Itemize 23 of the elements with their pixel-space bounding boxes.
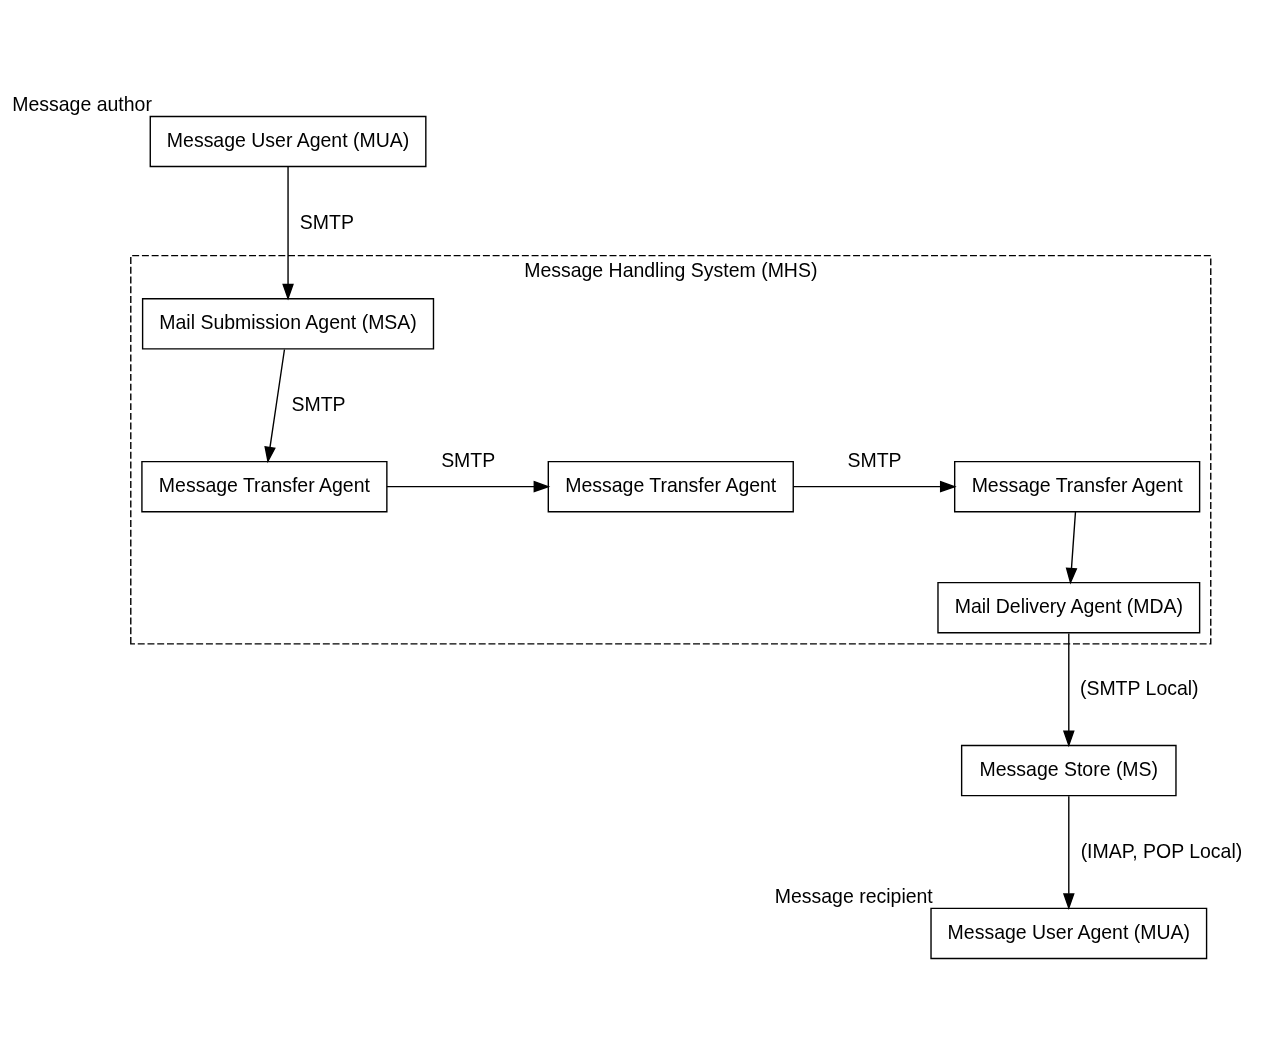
node-box: Message Store (MS): [960, 744, 1177, 796]
arrow: [282, 165, 294, 301]
node-box: Message Transfer Agent: [547, 460, 794, 512]
node-label: Message author: [12, 92, 152, 115]
arrow: [1062, 795, 1075, 910]
edge-label: (IMAP, POP Local): [1080, 839, 1243, 862]
arrow: [264, 348, 286, 463]
node-label: Message recipient: [774, 884, 933, 907]
node-box: Message Transfer Agent: [954, 460, 1201, 512]
arrow: [792, 480, 957, 492]
node-box: Message User Agent (MUA): [149, 115, 427, 167]
arrow: [1062, 632, 1075, 747]
node-box: Message User Agent (MUA): [930, 907, 1208, 959]
edge-label: SMTP: [847, 448, 902, 471]
arrow: [1065, 510, 1078, 584]
node-box: Mail Delivery Agent (MDA): [937, 581, 1201, 633]
edge-label: (SMTP Local): [1079, 676, 1199, 699]
edge-label: SMTP: [291, 392, 346, 415]
edge-label: SMTP: [441, 448, 496, 471]
edge-label: SMTP: [299, 210, 354, 233]
node-box: Message Transfer Agent: [141, 460, 388, 512]
node-box: Mail Submission Agent (MSA): [141, 297, 435, 350]
arrow: [386, 480, 551, 492]
